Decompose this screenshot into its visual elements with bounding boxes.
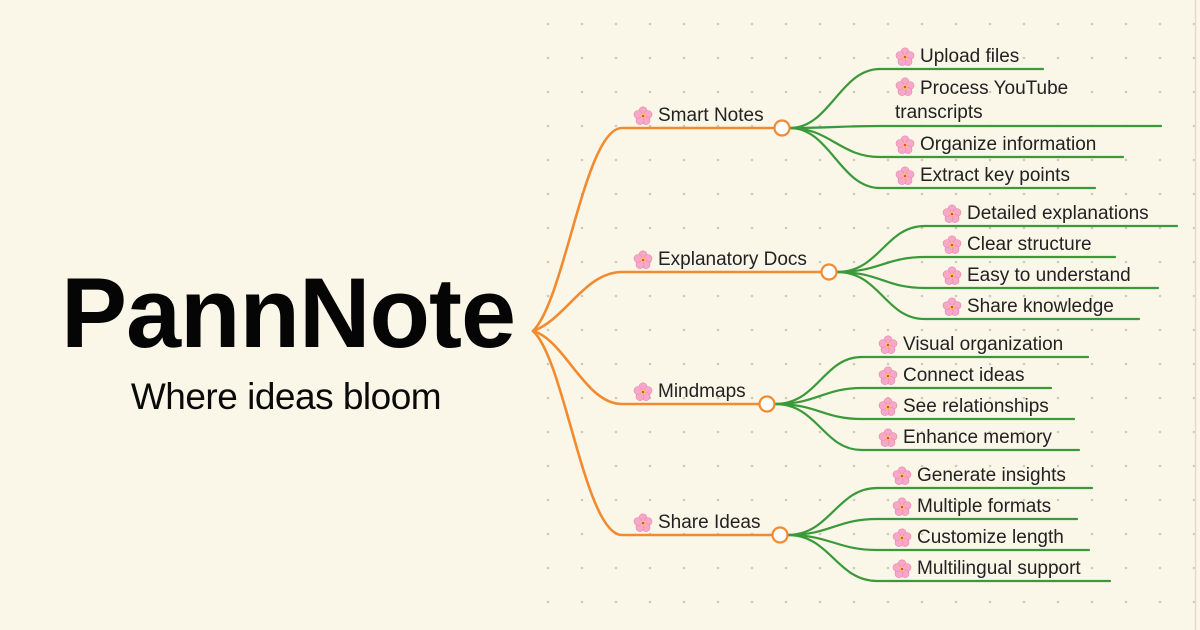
connector-share-ideas [531,329,775,537]
flower-icon [892,559,912,578]
flower-icon [895,77,915,96]
leaf-multiple-formats[interactable]: Multiple formats [892,495,1051,519]
leaf-label: Organize information [920,134,1097,155]
brand-tagline: Where ideas bloom [130,376,442,417]
flower-icon [942,266,962,285]
branch-label-text: Smart Notes [658,105,764,126]
flower-icon [895,166,915,185]
branch-explanatory-docs[interactable]: Explanatory Docs [633,248,807,272]
branch-share-ideas[interactable]: Share Ideas [633,511,760,535]
leaf-visual-organization[interactable]: Visual organization [878,333,1063,357]
flower-icon [878,335,898,354]
collapse-node-share-ideas[interactable] [771,526,789,544]
flower-icon [942,235,962,254]
leaf-easy-to-understand[interactable]: Easy to understand [942,264,1131,288]
flower-icon [892,466,912,485]
leaf-connectors [773,67,1179,583]
branch-label-text: Share Ideas [658,512,761,533]
flower-icon [878,428,898,447]
flower-icon [633,382,653,401]
leaf-label: Customize length [917,527,1064,548]
leaf-upload-files[interactable]: Upload files [895,45,1019,69]
collapse-node-explanatory-docs[interactable] [820,263,838,281]
branch-connectors [531,126,824,537]
leaf-label: Share knowledge [967,296,1114,317]
flower-icon [895,47,915,66]
brand-title: PannNote [60,257,516,368]
flower-icon [878,366,898,385]
leaf-connect-ideas[interactable]: Connect ideas [878,364,1024,388]
flower-icon [633,250,653,269]
leaf-detailed-explanations[interactable]: Detailed explanations [942,202,1149,226]
leaf-label: Process YouTube transcripts [895,78,1069,123]
leaf-enhance-memory[interactable]: Enhance memory [878,426,1052,450]
leaf-multilingual-support[interactable]: Multilingual support [892,557,1081,581]
collapse-node-smart-notes[interactable] [773,119,791,137]
leaf-label: Clear structure [967,234,1092,255]
leaf-label: Multilingual support [917,558,1081,579]
leaf-organize-information[interactable]: Organize information [895,133,1096,157]
branch-label-text: Mindmaps [658,381,746,402]
leaf-label: Upload files [920,46,1020,67]
branch-mindmaps[interactable]: Mindmaps [633,380,746,404]
leaf-label: Generate insights [917,465,1066,486]
branch-smart-notes[interactable]: Smart Notes [633,104,764,128]
branch-label-text: Explanatory Docs [658,249,807,270]
connector-mindmaps [531,329,762,406]
leaf-label: See relationships [903,396,1049,417]
flower-icon [895,135,915,154]
leaf-customize-length[interactable]: Customize length [892,526,1064,550]
leaf-label: Multiple formats [917,496,1052,517]
leaf-extract-key-points[interactable]: Extract key points [895,164,1070,188]
leaf-label: Easy to understand [967,265,1131,286]
leaf-see-relationships[interactable]: See relationships [878,395,1049,419]
leaf-label: Extract key points [920,165,1070,186]
connector-explanatory-docs [531,270,824,333]
leaf-generate-insights[interactable]: Generate insights [892,464,1066,488]
leaf-label: Connect ideas [903,365,1025,386]
leaf-label: Detailed explanations [967,203,1149,224]
connector-smart-notes [531,126,777,333]
flower-icon [633,513,653,532]
flower-icon [942,297,962,316]
leaf-share-knowledge[interactable]: Share knowledge [942,295,1114,319]
flower-icon [878,397,898,416]
collapse-node-mindmaps[interactable] [758,395,776,413]
flower-icon [942,204,962,223]
flower-icon [633,106,653,125]
leaf-label: Enhance memory [903,427,1052,448]
flower-icon [892,528,912,547]
leaf-clear-structure[interactable]: Clear structure [942,233,1092,257]
leaf-process-youtube-transcripts[interactable]: Process YouTube transcripts [895,77,1095,125]
leaf-label: Visual organization [903,334,1064,355]
flower-icon [892,497,912,516]
